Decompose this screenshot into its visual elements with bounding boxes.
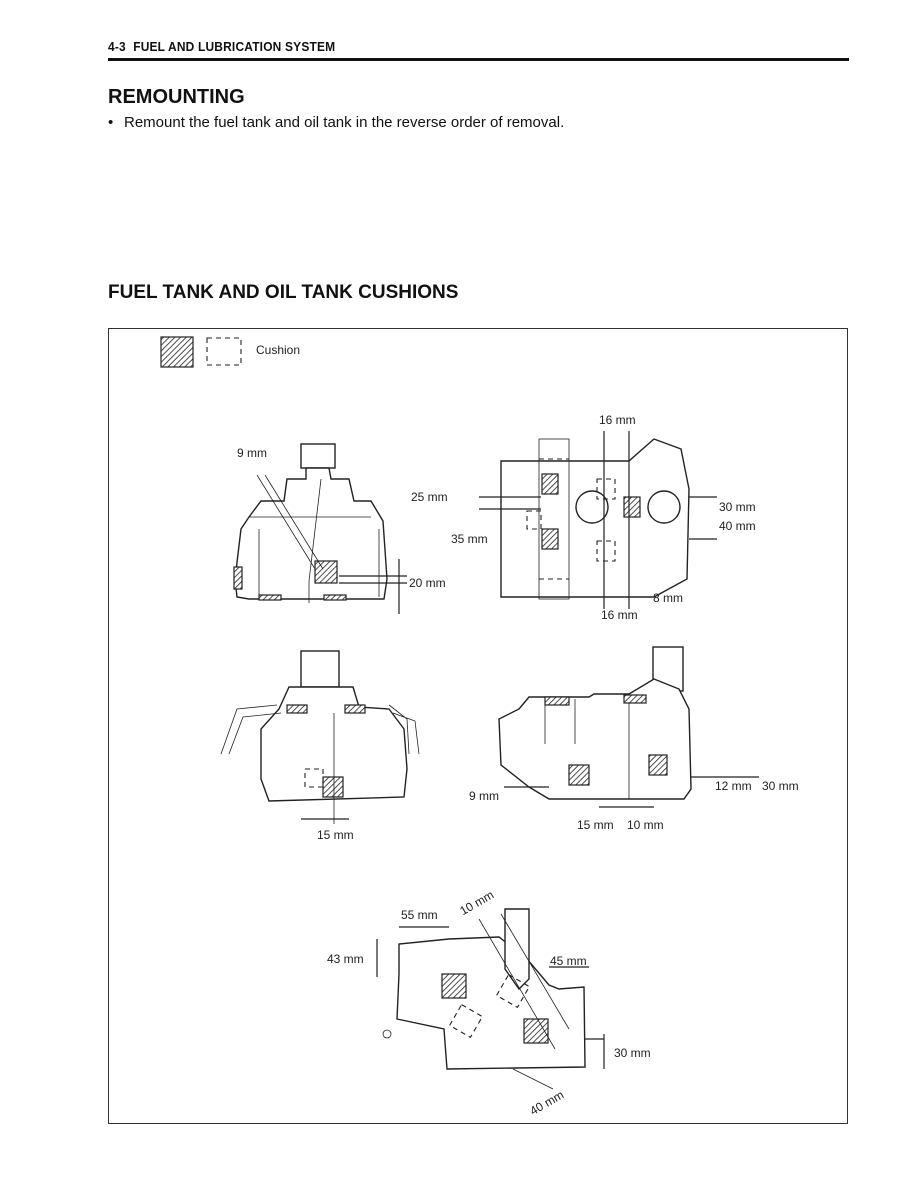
view-top: 16 mm 25 mm 35 mm 30 mm 40 mm 8 mm 16 mm [411, 413, 756, 622]
legend-label: Cushion [256, 343, 300, 357]
remounting-heading: REMOUNTING [108, 86, 245, 108]
cushion-diagram: Cushion 9 mm 20 mm [160, 336, 799, 1118]
cushion-figure: Cushion 9 mm 20 mm [108, 328, 848, 1124]
view4-bottom-dim-a: 15 mm [577, 818, 614, 832]
view5-top-dim-a: 55 mm [401, 908, 438, 922]
view2-right-dim-a: 30 mm [719, 500, 756, 514]
view2-top-dim: 16 mm [599, 413, 636, 427]
view5-right-dim: 45 mm [550, 954, 587, 968]
view5-bottom-right-dim: 30 mm [614, 1046, 651, 1060]
bullet-dot: • [108, 114, 114, 131]
view5-left-dim: 43 mm [327, 952, 364, 966]
view2-left-dim-a: 25 mm [411, 490, 448, 504]
legend-hatched-swatch [160, 336, 194, 368]
cushions-heading: FUEL TANK AND OIL TANK CUSHIONS [108, 282, 459, 303]
view5-top-dim-b: 10 mm [457, 888, 496, 918]
view-fuel-tank-front: 9 mm 20 mm [233, 443, 446, 614]
view-side: 9 mm 12 mm 30 mm 15 mm 10 mm [469, 646, 799, 832]
view4-bottom-dim-b: 10 mm [627, 818, 664, 832]
view2-bottom-dim-b: 16 mm [601, 608, 638, 622]
view4-left-dim: 9 mm [469, 789, 499, 803]
view3-bottom-dim: 15 mm [317, 828, 354, 842]
view2-left-dim-b: 35 mm [451, 532, 488, 546]
view2-bottom-dim-a: 8 mm [653, 591, 683, 605]
view4-right-dim-a: 12 mm [715, 779, 752, 793]
page-header: 4-3 FUEL AND LUBRICATION SYSTEM [108, 38, 849, 58]
section-title: FUEL AND LUBRICATION SYSTEM [133, 39, 336, 54]
view-fuel-tank-rear: 15 mm [220, 650, 420, 842]
view1-bottom-dim: 20 mm [409, 576, 446, 590]
header-text: 4-3 FUEL AND LUBRICATION SYSTEM [108, 39, 335, 54]
remounting-bullet: • Remount the fuel tank and oil tank in … [108, 112, 578, 134]
legend: Cushion [160, 336, 300, 368]
view4-right-dim-b: 30 mm [762, 779, 799, 793]
view-oil-tank: 55 mm 10 mm 43 mm 45 mm 30 mm 40 mm [327, 888, 651, 1118]
view1-top-dim: 9 mm [237, 446, 267, 460]
page-number: 4-3 [108, 39, 126, 54]
bullet-text: Remount the fuel tank and oil tank in th… [124, 114, 565, 131]
legend-dashed-swatch [206, 337, 242, 366]
view5-bottom-dim: 40 mm [527, 1088, 566, 1118]
view2-right-dim-b: 40 mm [719, 519, 756, 533]
header-rule [108, 58, 849, 61]
